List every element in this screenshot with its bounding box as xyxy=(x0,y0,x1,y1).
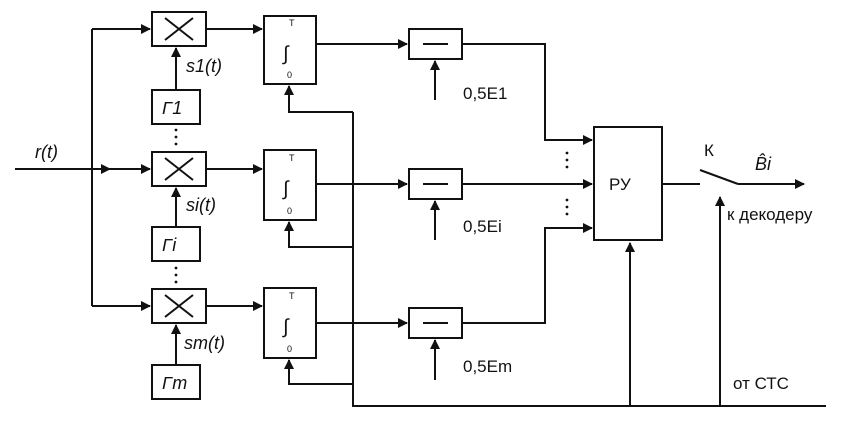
reference-signal-1-label: s1(t) xyxy=(186,56,222,76)
decision-device xyxy=(593,126,663,241)
switch-blade xyxy=(699,169,739,185)
switch-label: К xyxy=(704,141,714,160)
generator-1 xyxy=(151,89,201,125)
output-symbol-label: B̂i xyxy=(755,153,772,174)
multiplier-1 xyxy=(151,11,207,47)
reference-signal-i-label: si(t) xyxy=(186,195,216,215)
input-signal-label: r(t) xyxy=(35,142,58,162)
threshold-m-label: 0,5Em xyxy=(463,357,512,376)
integrator-m-lower-limit: 0 xyxy=(287,344,292,354)
input-wiring xyxy=(15,24,151,311)
output-switch xyxy=(662,169,805,189)
integral-m-icon: ∫ xyxy=(282,316,290,338)
integrator-i-upper-limit: T xyxy=(289,153,295,163)
sync-line xyxy=(352,112,826,407)
sync-source-label: от СТС xyxy=(733,374,789,393)
integral-i-icon: ∫ xyxy=(282,178,290,200)
generator-i xyxy=(151,226,201,262)
generator-m xyxy=(151,364,201,400)
generator-m-label: Γm xyxy=(162,373,187,393)
reference-signal-m-label: sm(t) xyxy=(184,333,225,353)
generator-1-label: Γ1 xyxy=(162,98,182,118)
branch-m: Γm sm(t) ∫ T 0 0,5Em xyxy=(151,223,593,400)
ellipsis-dots xyxy=(174,128,569,284)
integrator-1-upper-limit: T xyxy=(289,18,295,28)
generator-i-label: Γi xyxy=(162,235,177,255)
integrator-1-lower-limit: 0 xyxy=(287,70,292,80)
branch-1: Γ1 s1(t) ∫ T 0 0,5E1 xyxy=(151,11,593,145)
decision-device-label: РУ xyxy=(609,175,631,194)
decoder-label: к декодеру xyxy=(727,205,813,224)
multiplier-m xyxy=(151,288,207,324)
threshold-i-label: 0,5Ei xyxy=(463,217,502,236)
branch-i: Γi si(t) ∫ T 0 0,5Ei xyxy=(151,149,593,262)
threshold-1-label: 0,5E1 xyxy=(463,84,507,103)
integrator-m-upper-limit: T xyxy=(289,291,295,301)
integrator-i-lower-limit: 0 xyxy=(287,206,292,216)
integrator-1 xyxy=(263,15,317,85)
integral-1-icon: ∫ xyxy=(282,43,290,65)
